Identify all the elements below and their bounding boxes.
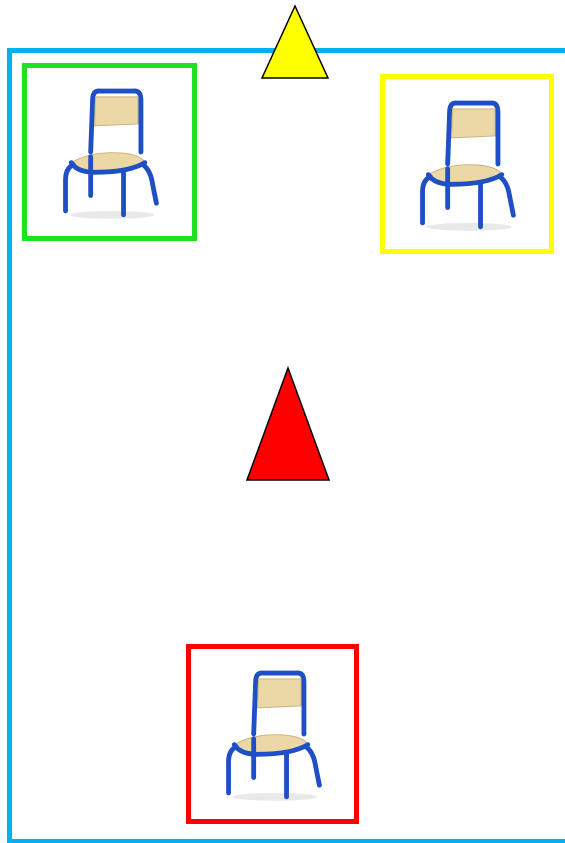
chair-icon <box>409 89 525 239</box>
triangle-icon-yellow <box>260 4 330 80</box>
triangle-center-shape <box>247 368 329 480</box>
chair-frame-yellow <box>380 74 554 254</box>
chair-frame-green <box>22 63 197 241</box>
chair-icon <box>215 659 331 809</box>
triangle-icon-red <box>245 366 331 482</box>
triangle-top-shape <box>262 6 328 78</box>
chair-icon <box>52 77 168 227</box>
chair-frame-red <box>186 644 359 824</box>
